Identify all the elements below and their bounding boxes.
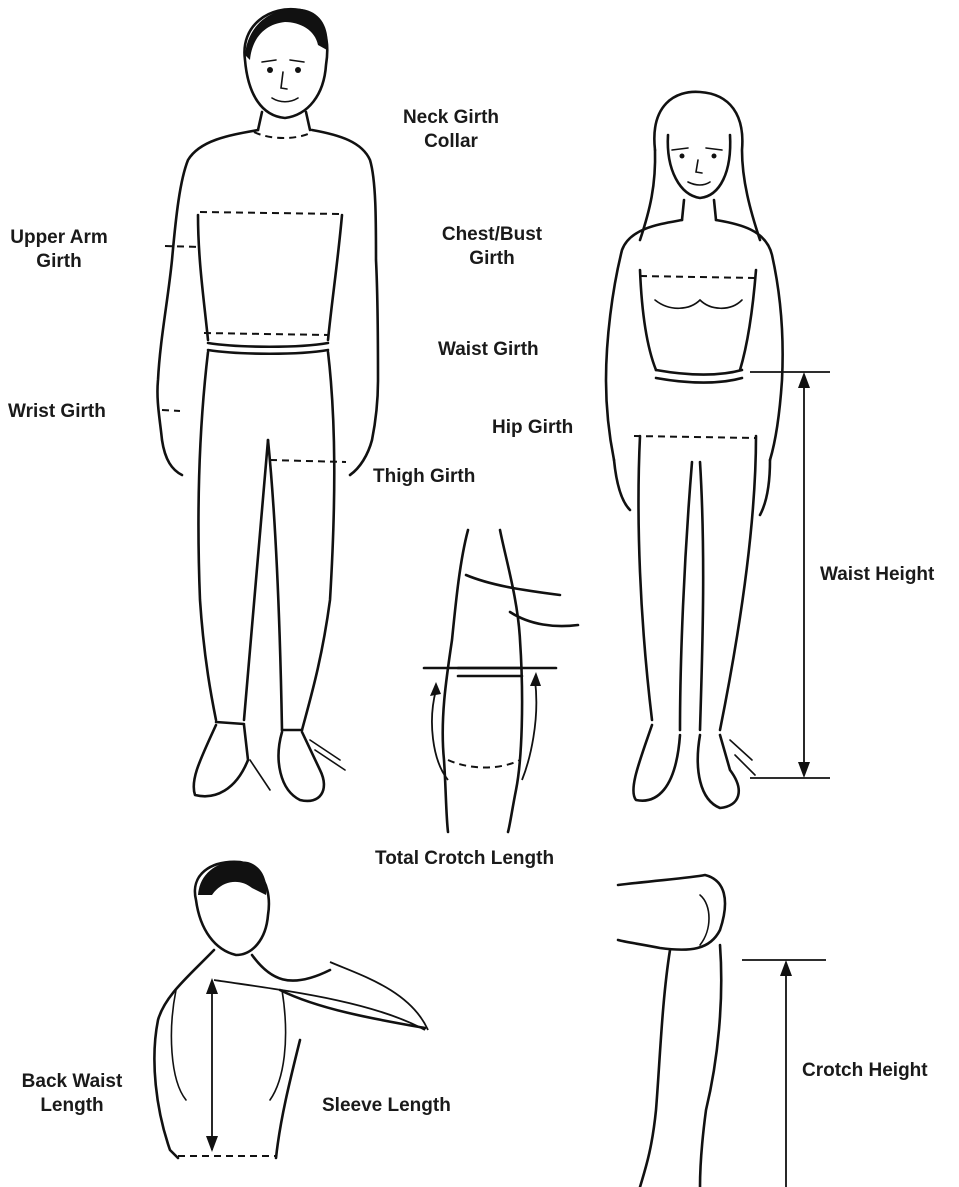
neck-girth-text: Neck Girth bbox=[396, 106, 506, 130]
crotch-height-label: Crotch Height bbox=[802, 1059, 928, 1083]
waist-girth-label: Waist Girth bbox=[438, 338, 539, 362]
back-waist-length-text: Length bbox=[16, 1094, 128, 1118]
upper-arm-text: Upper Arm bbox=[6, 226, 112, 250]
back-waist-length-label: Back Waist Length bbox=[16, 1070, 128, 1118]
total-crotch-length-label: Total Crotch Length bbox=[375, 847, 554, 871]
crotch-side-figure bbox=[424, 530, 578, 832]
leg-side-figure bbox=[618, 875, 826, 1187]
chest-bust-girth-label: Chest/Bust Girth bbox=[430, 223, 554, 271]
thigh-girth-label: Thigh Girth bbox=[373, 465, 475, 489]
sleeve-length-label: Sleeve Length bbox=[322, 1094, 451, 1118]
upper-arm-girth-text: Girth bbox=[6, 250, 112, 274]
upper-arm-girth-label: Upper Arm Girth bbox=[6, 226, 112, 274]
chest-bust-text: Chest/Bust bbox=[430, 223, 554, 247]
chest-girth-text: Girth bbox=[430, 247, 554, 271]
collar-text: Collar bbox=[396, 130, 506, 154]
female-figure bbox=[606, 92, 783, 808]
male-figure bbox=[157, 9, 378, 801]
back-waist-text: Back Waist bbox=[16, 1070, 128, 1094]
wrist-girth-label: Wrist Girth bbox=[8, 400, 106, 424]
hip-girth-label: Hip Girth bbox=[492, 416, 573, 440]
neck-girth-label: Neck Girth Collar bbox=[396, 106, 506, 154]
waist-height-label: Waist Height bbox=[820, 563, 934, 587]
waist-height-measure bbox=[750, 372, 830, 778]
